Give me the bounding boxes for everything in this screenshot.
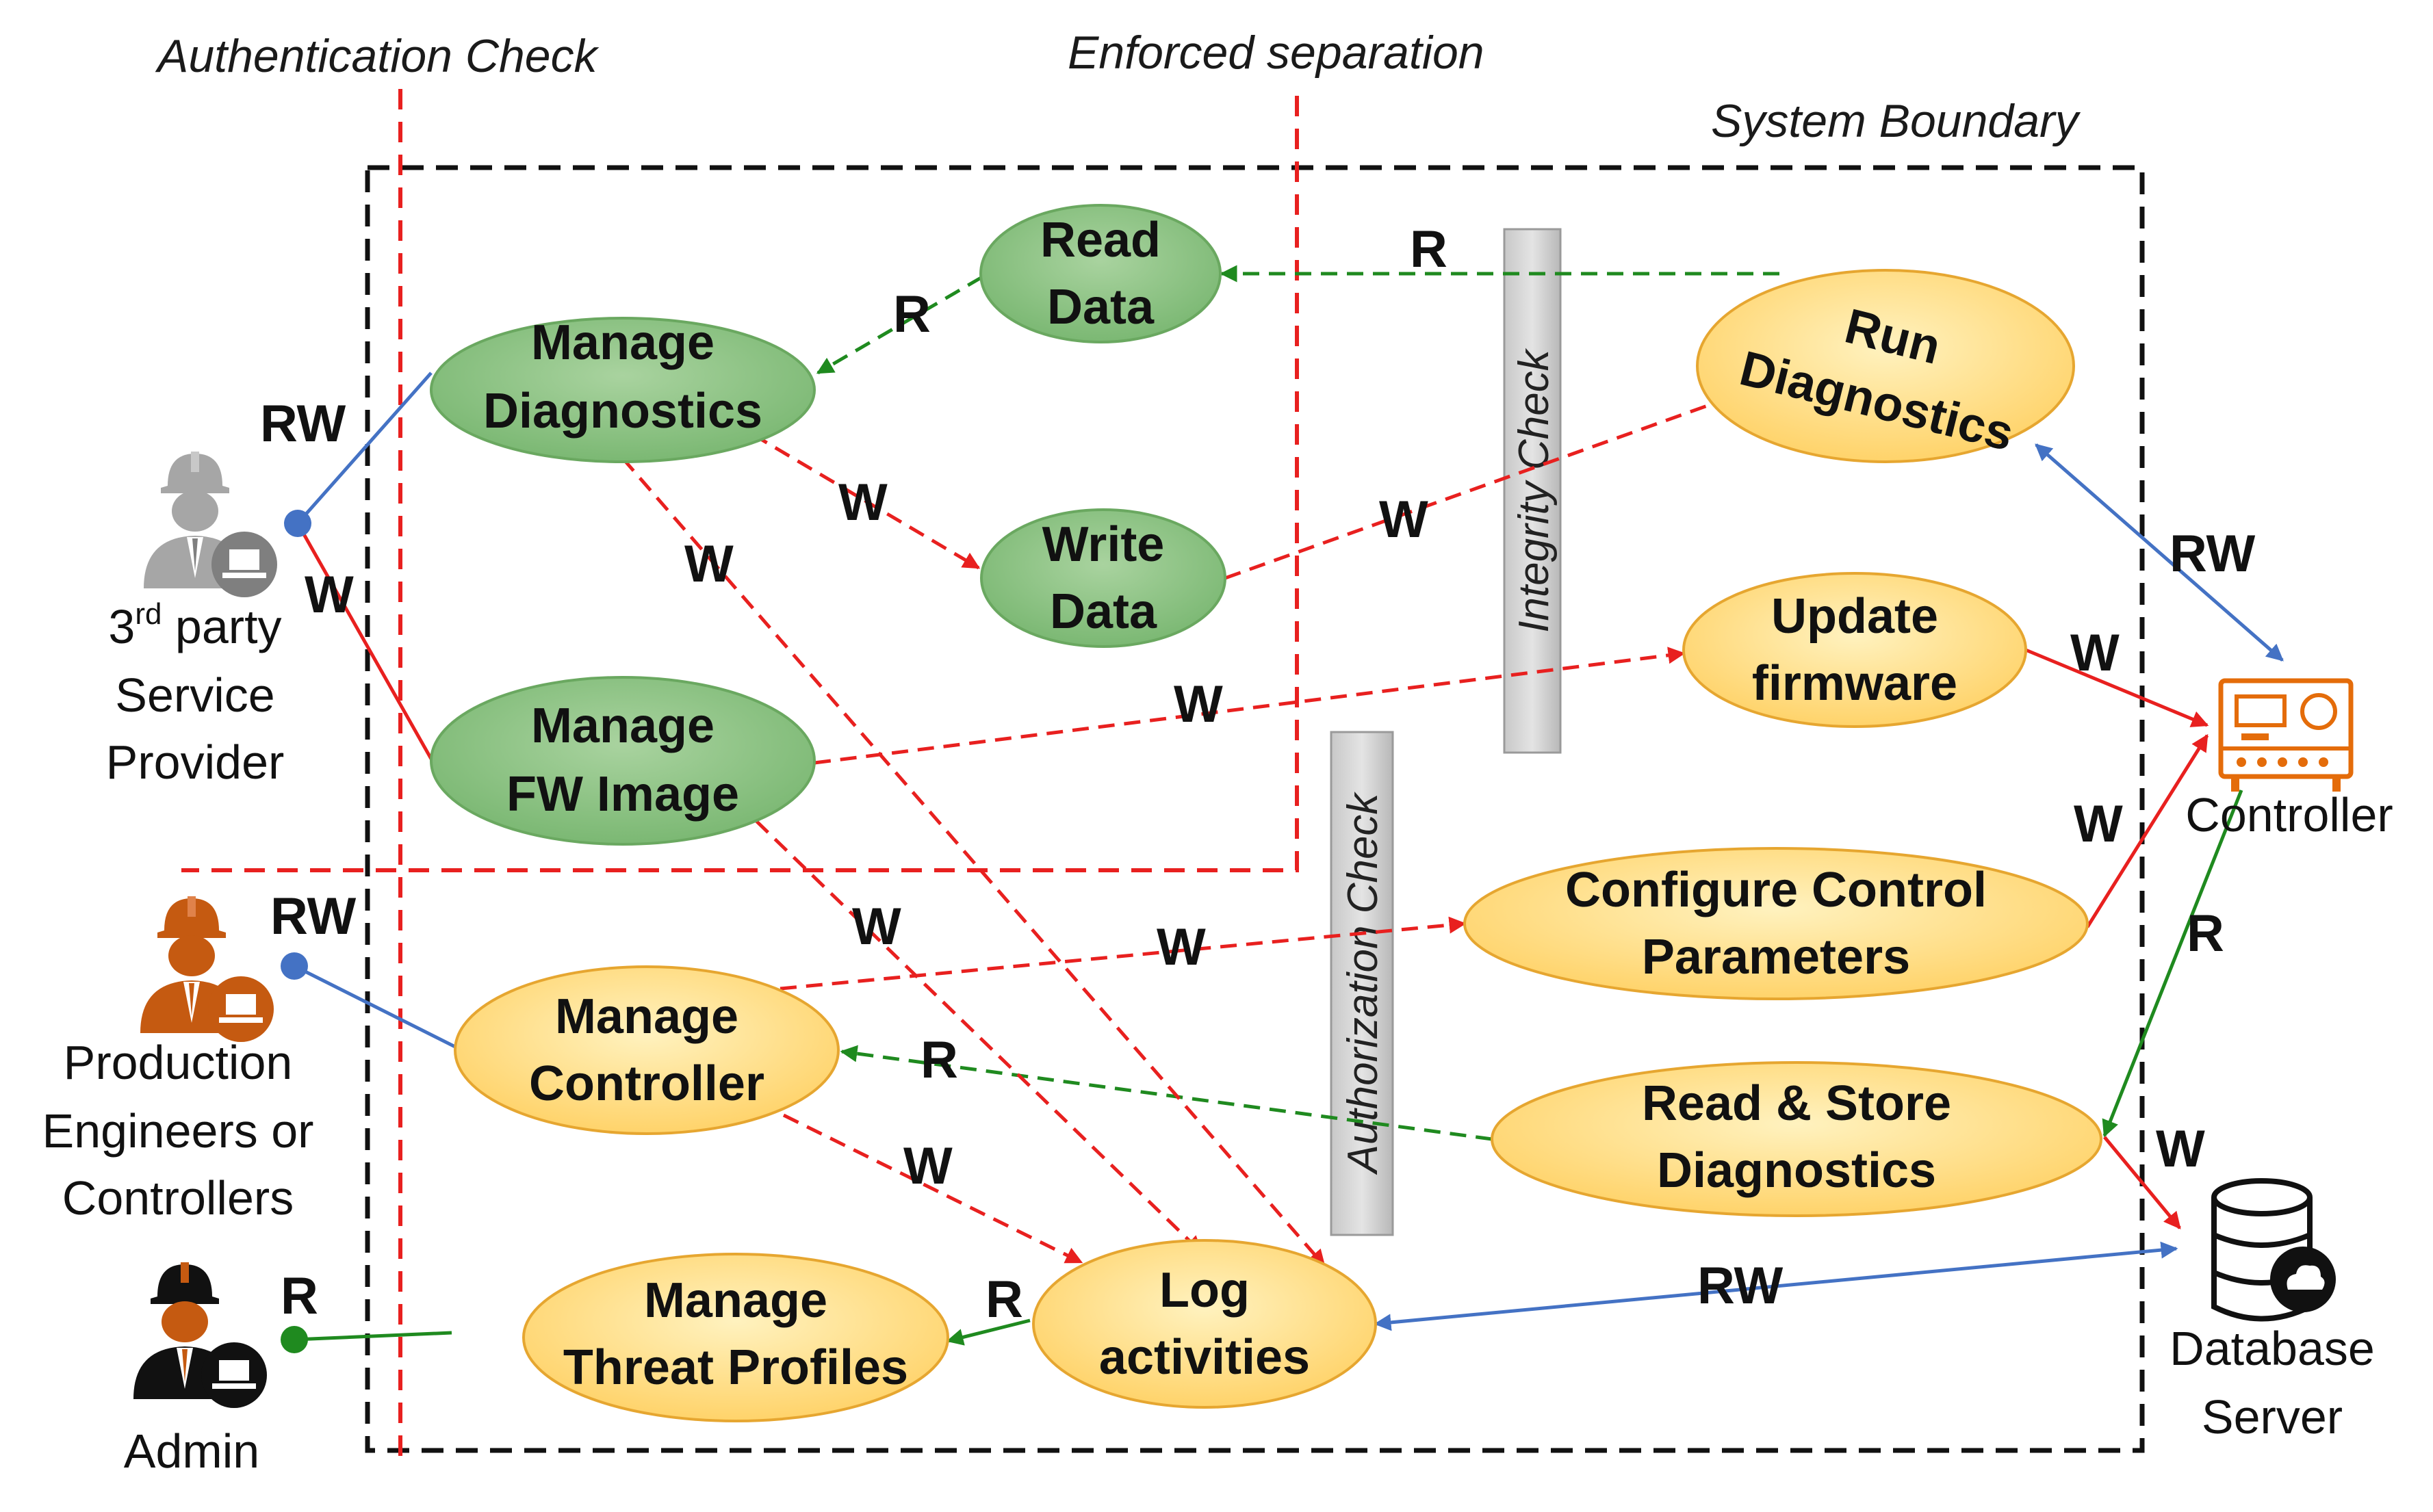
sp-to-manage-fw-line (296, 522, 437, 766)
actor-production-line2: Engineers or (42, 1104, 314, 1158)
actor-service-provider-line1: 3rd party (108, 597, 281, 653)
edge-label-fw-update-w: W (1174, 675, 1223, 733)
actor-database-line1: Database (2170, 1322, 2375, 1375)
log-db-rw-arrow (1374, 1241, 2178, 1331)
usecase-label-line2: FW Image (506, 767, 739, 822)
controller-device-icon (2218, 678, 2354, 792)
usecase-label-line2: activities (1099, 1330, 1310, 1385)
usecase-label-line1: Manage (644, 1273, 827, 1328)
edge-label-store-mc-r: R (921, 1031, 958, 1089)
update-firmware-to-controller-arrow (2025, 648, 2209, 727)
edge-label-md-log-w: W (684, 535, 734, 593)
enforced-separation-line (181, 96, 1299, 872)
usecase-label-line1: Read (1040, 213, 1161, 268)
prod-to-manage-controller-line (293, 964, 456, 1049)
usecase-label-line2: Diagnostics (483, 384, 762, 439)
usecase-label-line2: Parameters (1642, 930, 1910, 985)
manage-diagnostics-to-write-data-arrow (751, 432, 981, 570)
edge-label-config-ctrl-w: W (2074, 795, 2123, 853)
write-data-to-run-diagnostics-arrow (1224, 390, 1744, 580)
manage-diagnostics-to-log-arrow (621, 457, 1326, 1267)
usecase-label-line2: Threat Profiles (563, 1340, 908, 1395)
usecase-configure-control-parameters: Configure Control Parameters (1463, 847, 2089, 1000)
worker-laptop-icon-black (133, 1262, 267, 1408)
usecase-label-line2: Data (1050, 584, 1157, 639)
usecase-label-line1: Manage (531, 315, 715, 370)
edge-label-readdata-r: R (893, 285, 931, 343)
edge-label-run-read-r: R (1410, 220, 1447, 278)
read-store-to-database-arrow (2103, 1136, 2181, 1229)
edge-label-log-db-rw: RW (1697, 1257, 1784, 1315)
usecase-manage-diagnostics: Manage Diagnostics (430, 315, 816, 463)
usecase-label-line1: Manage (531, 699, 715, 753)
usecase-label-line2: firmware (1752, 656, 1957, 711)
manage-fw-to-update-firmware-arrow (814, 647, 1686, 765)
usecase-manage-fw-image: Manage FW Image (430, 676, 816, 846)
actor-controller-label: Controller (2185, 788, 2393, 842)
edge-label-update-ctrl-w: W (2070, 624, 2120, 682)
authorization-check-bar: Authorization Check (1330, 731, 1394, 1236)
edge-label-mc-config-w: W (1157, 918, 1206, 976)
read-store-to-manage-controller-arrow (840, 1045, 1493, 1141)
actor-service-provider-line2: Service (115, 668, 274, 722)
edge-label-prod-rw: RW (270, 887, 357, 946)
usecase-label-line1: Log (1159, 1263, 1250, 1318)
usecase-label-line2: Data (1047, 280, 1155, 335)
usecase-label-line1: Write (1042, 517, 1165, 572)
authorization-check-label: Authorization Check (1339, 792, 1387, 1176)
usecase-read-data: Read Data (979, 204, 1222, 343)
usecase-write-data: Write Data (980, 508, 1226, 648)
edge-label-admin-r: R (281, 1267, 318, 1325)
edge-label-store-db-w: W (2156, 1120, 2205, 1178)
worker-laptop-icon-orange (140, 896, 274, 1042)
system-boundary-title: System Boundary (1711, 95, 2081, 147)
edge-label-ctrl-store-r: R (2187, 904, 2224, 963)
run-diagnostics-controller-rw-arrow (2035, 443, 2284, 662)
edge-label-mc-log-w: W (903, 1137, 953, 1195)
edge-label-write-run-w: W (1379, 491, 1428, 549)
usecase-run-diagnostics: Run Diagnostics (1696, 269, 2075, 463)
actor-production-line3: Controllers (62, 1171, 294, 1225)
usecase-label-line1: Update (1771, 589, 1938, 644)
actor-admin-label: Admin (124, 1424, 259, 1478)
usecase-label-line1: Read & Store (1642, 1076, 1951, 1131)
authentication-check-title: Authentication Check (155, 30, 600, 82)
sp-to-manage-diagnostics-line (296, 372, 433, 525)
usecase-update-firmware: Update firmware (1682, 572, 2027, 728)
usecase-label-line2: Controller (529, 1056, 764, 1111)
usecase-manage-controller: Manage Controller (454, 965, 840, 1135)
admin-to-threat-line (294, 1331, 452, 1342)
usecase-read-store-diagnostics: Read & Store Diagnostics (1491, 1061, 2102, 1217)
edge-label-sp-rw: RW (260, 395, 346, 453)
edge-label-fw-log-w: W (852, 898, 901, 956)
actor-service-provider-line3: Provider (106, 735, 285, 789)
sp-connector-dot (284, 510, 311, 537)
integrity-check-bar: Integrity Check (1503, 228, 1562, 754)
edge-label-run-ctrl-rw: RW (2170, 525, 2256, 583)
edge-label-md-write-w: W (838, 473, 888, 532)
actor-production-line1: Production (64, 1036, 293, 1089)
enforced-separation-title: Enforced separation (1068, 27, 1484, 79)
admin-connector-dot (281, 1326, 308, 1353)
system-boundary (365, 165, 2145, 1453)
log-to-threat-arrow (946, 1318, 1031, 1346)
manage-controller-to-log-arrow (782, 1113, 1083, 1264)
edge-label-log-threat-r: R (986, 1270, 1023, 1329)
usecase-label-line1: Manage (555, 989, 738, 1044)
configure-to-controller-arrow (2085, 733, 2209, 928)
read-data-to-manage-diagnostics-arrow (816, 275, 983, 375)
controller-to-read-store-arrow (2102, 790, 2243, 1138)
integrity-check-label: Integrity Check (1510, 348, 1558, 633)
database-cloud-icon (2211, 1178, 2336, 1322)
usecase-manage-threat-profiles: Manage Threat Profiles (522, 1253, 949, 1422)
actor-database-line2: Server (2202, 1390, 2343, 1444)
worker-laptop-icon-gray (144, 452, 277, 597)
usecase-log-activities: Log activities (1032, 1239, 1377, 1409)
manage-controller-to-configure-arrow (780, 916, 1467, 991)
prod-connector-dot (281, 952, 308, 980)
usecase-label-line2: Diagnostics (1657, 1143, 1936, 1198)
edge-label-sp-w: W (305, 566, 354, 624)
usecase-label-line1: Configure Control (1565, 863, 1987, 917)
